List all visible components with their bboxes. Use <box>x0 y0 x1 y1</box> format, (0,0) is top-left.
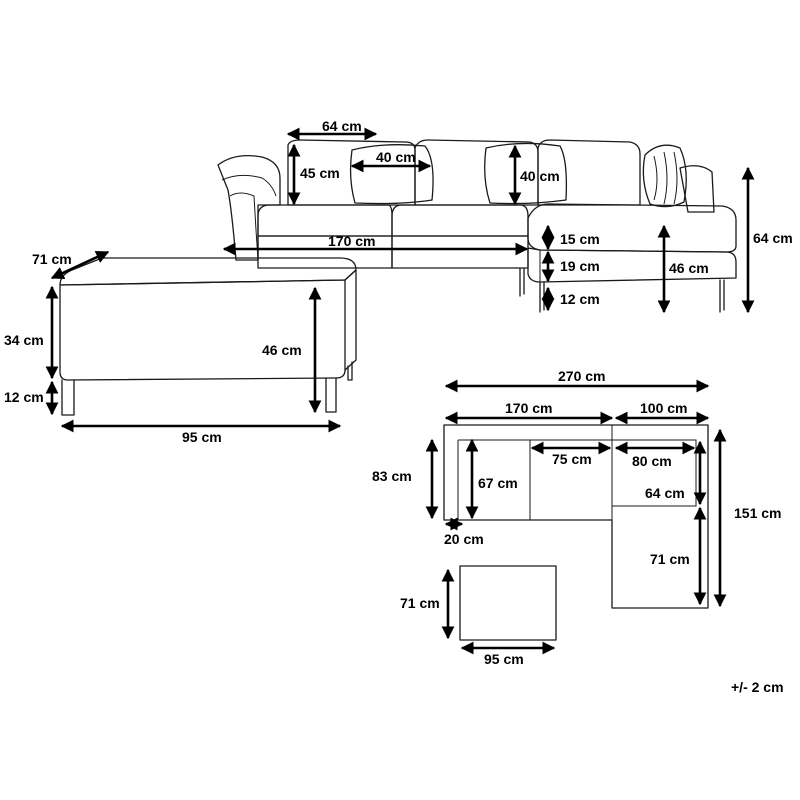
plan-chaise-back-depth-label: 64 cm <box>645 485 685 501</box>
plan-chaise-seat-width-label: 80 cm <box>632 453 672 469</box>
ottoman-plan-outline <box>459 565 557 641</box>
sofa-seat-length-label: 170 cm <box>328 233 375 249</box>
plan-seat-depth-label: 67 cm <box>478 475 518 491</box>
plan-main-width-label: 170 cm <box>505 400 552 416</box>
sofa-cushion-height-label: 40 cm <box>520 168 560 184</box>
plan-seat-width-label: 75 cm <box>552 451 592 467</box>
dimension-labels: 64 cm 45 cm 40 cm 40 cm 170 cm 15 cm 19 … <box>4 118 793 695</box>
sofa-pillow-width-label: 64 cm <box>322 118 362 134</box>
sofa-seat-height-label: 46 cm <box>669 260 709 276</box>
plan-ottoman-width-label: 95 cm <box>484 651 524 667</box>
plan-total-depth-label: 151 cm <box>734 505 781 521</box>
plan-chaise-width-label: 100 cm <box>640 400 687 416</box>
sofa-base-height-label: 19 cm <box>560 258 600 274</box>
ottoman-depth-label: 71 cm <box>32 251 72 267</box>
floor-plan <box>443 424 709 641</box>
ottoman-leg-height-label: 12 cm <box>4 389 44 405</box>
plan-total-width-label: 270 cm <box>558 368 605 384</box>
sofa-total-height-label: 64 cm <box>753 230 793 246</box>
tolerance-note: +/- 2 cm <box>731 679 784 695</box>
sofa-seat-thickness-label: 15 cm <box>560 231 600 247</box>
ottoman-illustration <box>59 257 357 416</box>
sofa-cushion-width-label: 40 cm <box>376 149 416 165</box>
ottoman-width-label: 95 cm <box>182 429 222 445</box>
plan-ottoman-depth-label: 71 cm <box>400 595 440 611</box>
sofa-leg-height-label: 12 cm <box>560 291 600 307</box>
sofa-illustration <box>217 139 737 313</box>
dimension-lines <box>45 127 755 655</box>
ottoman-seat-height-label: 46 cm <box>262 342 302 358</box>
plan-depth-label: 83 cm <box>372 468 412 484</box>
plan-chaise-extension-label: 71 cm <box>650 551 690 567</box>
plan-arm-width-label: 20 cm <box>444 531 484 547</box>
ottoman-body-height-label: 34 cm <box>4 332 44 348</box>
sofa-pillow-height-label: 45 cm <box>300 165 340 181</box>
